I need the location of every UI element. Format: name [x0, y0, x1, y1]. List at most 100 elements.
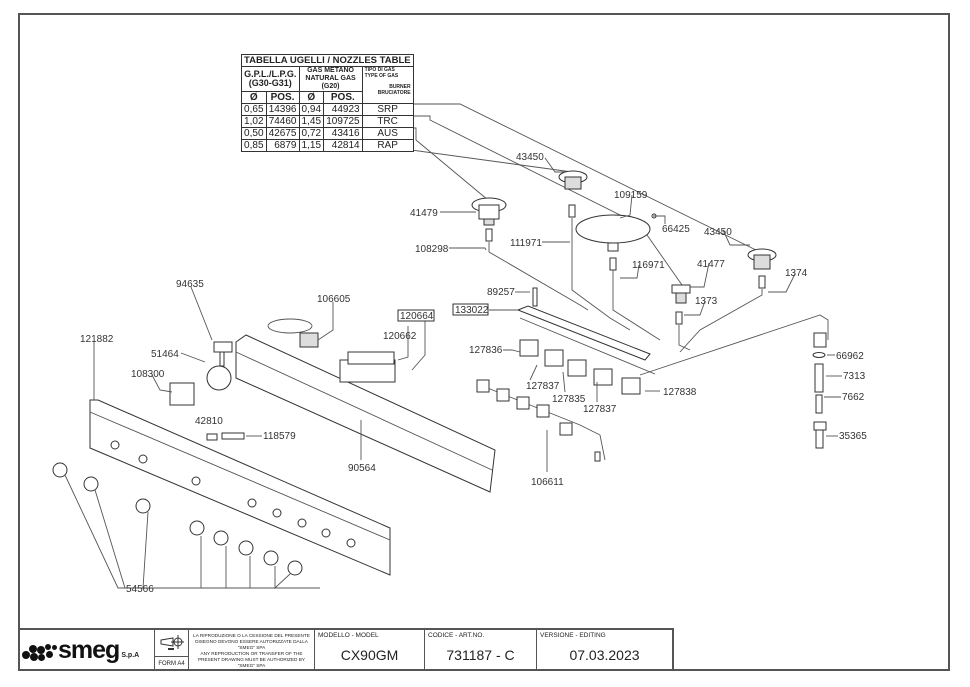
cell-ng-pos: 109725	[323, 115, 363, 128]
label-42810: 42810	[195, 416, 223, 427]
label-116971: 116971	[632, 260, 665, 271]
fittings-right	[812, 332, 827, 449]
gas-valves	[519, 339, 641, 395]
cell-burner: SRP	[361, 103, 414, 116]
cell-lpg-diameter: 0,50	[241, 127, 267, 140]
cell-ng-pos: 42814	[323, 139, 363, 152]
projection-symbol-cell: FORM A4	[154, 630, 188, 671]
model-value: CX90GM	[340, 647, 399, 663]
cell-burner: AUS	[361, 127, 414, 140]
label-127835: 127835	[552, 394, 586, 405]
cell-lpg-diameter: 0,65	[241, 103, 267, 116]
legal-notice-it: LA RIPRODUZIONE O LA CESSIONE DEL PRESEN…	[193, 633, 310, 650]
burner-43450-top	[558, 170, 588, 218]
front-control-panel	[89, 399, 391, 576]
title-block: smeg S.p.A FORM A4 LA RIPRODUZIONE O LA …	[18, 628, 674, 671]
label-106605: 106605	[317, 294, 351, 305]
lpg-header-line2: (G30-G31)	[248, 78, 292, 88]
table-row: 1,02 74460 1,45 109725 TRC	[241, 115, 414, 128]
label-1373: 1373	[695, 296, 718, 307]
label-121882: 121882	[80, 334, 114, 345]
label-7313: 7313	[843, 371, 866, 382]
table-row: 0,85 6879 1,15 42814 RAP	[241, 139, 414, 152]
legal-notice: LA RIPRODUZIONE O LA CESSIONE DEL PRESEN…	[188, 630, 314, 671]
burner-41477	[671, 284, 691, 325]
model-cell: MODELLO - MODEL CX90GM	[314, 630, 424, 671]
burner-en: BURNER	[389, 84, 411, 90]
cell-ng-pos: 43416	[323, 127, 363, 140]
label-7662: 7662	[842, 392, 865, 403]
label-108300: 108300	[131, 369, 165, 380]
label-43450-right: 43450	[704, 227, 732, 238]
col-lpg-diameter: Ø	[241, 91, 267, 104]
label-111971: 111971	[510, 238, 542, 249]
cell-lpg-pos: 14396	[265, 103, 300, 116]
col-ng-diameter: Ø	[298, 91, 325, 104]
type-of-gas-en: TYPE OF GAS	[364, 73, 399, 79]
table-row: 0,65 14396 0,94 44923 SRP	[241, 103, 414, 116]
version-cell: VERSIONE - EDITING 07.03.2023	[536, 630, 672, 671]
cell-ng-diameter: 0,72	[298, 127, 325, 140]
gas-pipes	[488, 218, 829, 376]
gas-manifold	[516, 287, 656, 375]
col-ng-pos: POS.	[323, 91, 363, 104]
table-row: 0,50 42675 0,72 43416 AUS	[241, 127, 414, 140]
cell-ng-diameter: 1,15	[298, 139, 325, 152]
nozzle-table-title: TABELLA UGELLI / NOZZLES TABLE	[241, 54, 414, 67]
lpg-header: G.P.L./L.P.G. (G30-G31)	[241, 66, 300, 92]
nozzle-table: TABELLA UGELLI / NOZZLES TABLE G.P.L./L.…	[241, 54, 414, 152]
label-89257: 89257	[487, 287, 515, 298]
label-127837-b: 127837	[583, 404, 617, 415]
label-35365: 35365	[839, 431, 867, 442]
label-94635: 94635	[176, 279, 204, 290]
type-of-gas-it: TIPO DI GAS	[364, 67, 395, 73]
label-127837-a: 127837	[526, 381, 560, 392]
ng-header-line1: GAS METANO	[307, 67, 355, 74]
label-108298: 108298	[415, 244, 449, 255]
lpg-header-line1: G.P.L./L.P.G.	[244, 69, 297, 79]
natural-gas-header: GAS METANO NATURAL GAS (G20)	[298, 66, 363, 92]
cell-burner: TRC	[361, 115, 414, 128]
cell-ng-diameter: 0,94	[298, 103, 325, 116]
ng-header-line3: (G20)	[321, 83, 340, 90]
col-lpg-pos: POS.	[265, 91, 300, 104]
brand-name: smeg	[58, 636, 120, 664]
label-127838: 127838	[663, 387, 697, 398]
label-106611: 106611	[531, 477, 564, 488]
burner-it: BRUCIATORE	[377, 90, 411, 96]
code-cell: CODICE - ART.NO. 731187 - C	[424, 630, 536, 671]
version-caption: VERSIONE - EDITING	[540, 632, 606, 639]
burner-43450-right	[747, 248, 777, 289]
legal-notice-en: ANY REPRODUCTION OR TRANSFER OF THE PRES…	[198, 651, 305, 668]
cell-lpg-pos: 74460	[265, 115, 300, 128]
panel-support	[169, 318, 496, 493]
label-120662: 120662	[383, 331, 417, 342]
label-120664: 120664	[400, 311, 434, 322]
form-size: FORM A4	[158, 661, 185, 667]
label-133022-box	[452, 303, 489, 316]
gas-burner-header: TIPO DI GAS TYPE OF GAS BURNER BRUCIATOR…	[361, 66, 414, 104]
label-109159: 109159	[614, 190, 648, 201]
projection-symbol-icon	[155, 630, 188, 657]
version-value: 07.03.2023	[569, 647, 640, 663]
label-41477: 41477	[697, 259, 725, 270]
drawing-frame	[18, 13, 950, 671]
ng-header-line2: NATURAL GAS	[305, 75, 356, 82]
smeg-logo: smeg S.p.A	[18, 630, 154, 671]
label-118579: 118579	[263, 431, 296, 442]
ignition-harness	[476, 379, 606, 462]
cell-ng-diameter: 1,45	[298, 115, 325, 128]
label-66425: 66425	[662, 224, 690, 235]
cell-lpg-diameter: 1,02	[241, 115, 267, 128]
label-120664-box	[397, 309, 435, 322]
label-1374: 1374	[785, 268, 808, 279]
label-66962: 66962	[836, 351, 864, 362]
brand-suffix: S.p.A	[121, 652, 140, 659]
cell-lpg-pos: 6879	[265, 139, 300, 152]
cell-lpg-diameter: 0,85	[241, 139, 267, 152]
part-labels: 43450 109159 66425 43450 41479 108298 11…	[80, 152, 867, 595]
knob-clips	[52, 462, 320, 590]
label-90564: 90564	[348, 463, 376, 474]
cell-lpg-pos: 42675	[265, 127, 300, 140]
